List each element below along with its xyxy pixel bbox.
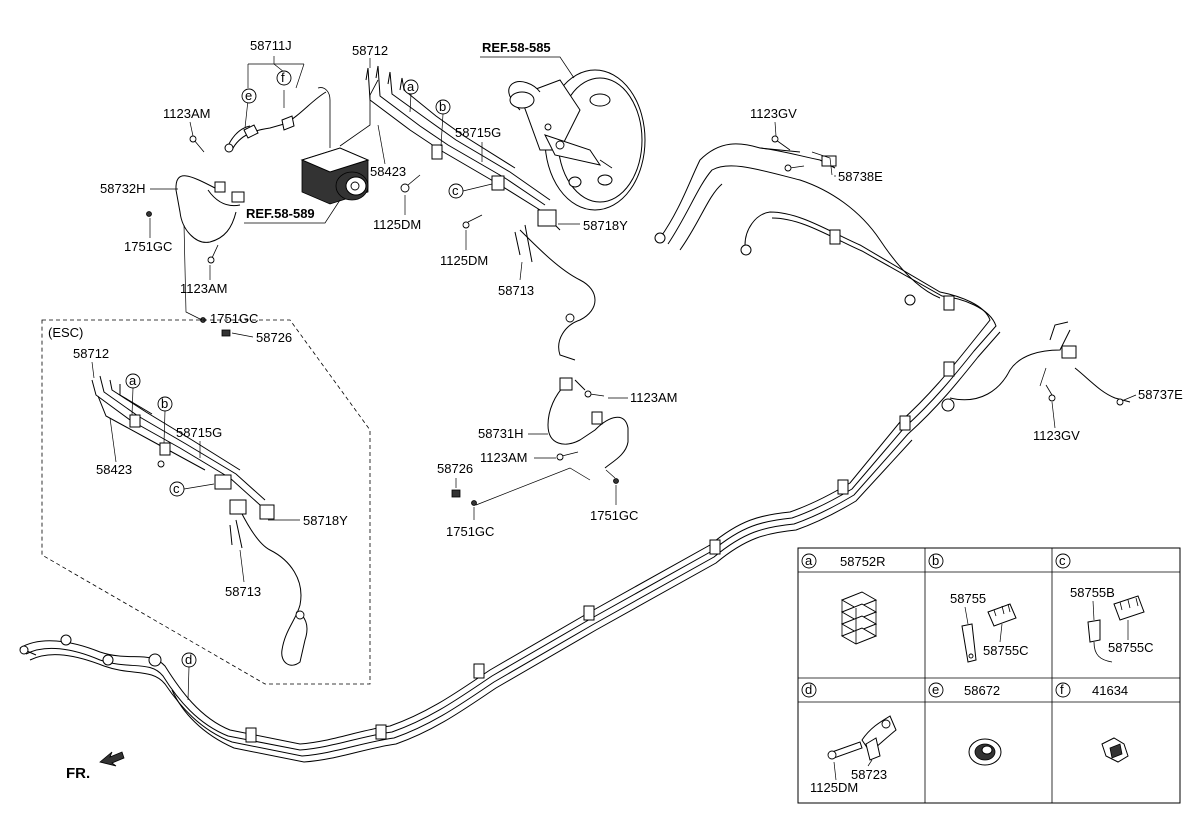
rear-left-clip-group xyxy=(759,135,837,176)
legend-c-part2: 58755C xyxy=(1108,640,1154,655)
marker-e: e xyxy=(245,88,252,103)
legend-letter-a: a xyxy=(805,553,813,568)
callout-58738E: 58738E xyxy=(838,169,883,184)
legend-table: a 58752R b c d e 58672 f 41634 58755 xyxy=(797,547,1181,804)
front-direction-label: FR. xyxy=(66,765,90,782)
marker-f: f xyxy=(281,70,285,85)
callout-1125DM-b: 1125DM xyxy=(440,253,488,268)
left-front-hose-group xyxy=(146,91,327,337)
legend-part-a: 58752R xyxy=(840,554,886,569)
callout-58423-top: 58423 xyxy=(370,164,406,179)
clip-58752R-drawing xyxy=(840,591,878,645)
marker-c-esc: c xyxy=(173,481,180,496)
callout-1751GC-b: 1751GC xyxy=(210,311,258,326)
callout-1123AM-d: 1123AM xyxy=(480,450,527,465)
rear-right-hose-group xyxy=(1039,321,1124,406)
callout-58713-top: 58713 xyxy=(498,283,534,298)
marker-a-top: a xyxy=(407,79,415,94)
master-cylinder-pipes xyxy=(365,65,596,361)
legend-letter-f: f xyxy=(1060,682,1064,697)
callout-1123AM-c: 1123AM xyxy=(630,390,677,405)
legend-d-part1: 1125DM xyxy=(810,780,858,795)
callout-58726-a: 58726 xyxy=(256,330,292,345)
marker-b-esc: b xyxy=(161,396,168,411)
booster-reference: REF.58-585 xyxy=(482,40,551,55)
callout-1751GC-c: 1751GC xyxy=(446,524,494,539)
legend-part-f: 41634 xyxy=(1092,683,1128,698)
callout-1123GV-a: 1123GV xyxy=(750,106,797,121)
marker-d: d xyxy=(185,652,192,667)
callout-58732H: 58732H xyxy=(100,181,146,196)
letter-markers: a b c e f d a b c xyxy=(125,70,493,701)
callout-1123GV-b: 1123GV xyxy=(1033,428,1080,443)
callout-1123AM-b: 1123AM xyxy=(180,281,227,296)
callout-58737E: 58737E xyxy=(1138,387,1183,402)
marker-b-top: b xyxy=(439,99,446,114)
callout-1751GC-d: 1751GC xyxy=(590,508,638,523)
legend-c-part1: 58755B xyxy=(1070,585,1115,600)
callout-58718Y-esc: 58718Y xyxy=(303,513,348,528)
legend-b-part2: 58755C xyxy=(983,643,1029,658)
marker-a-esc: a xyxy=(129,373,137,388)
callout-58712-top: 58712 xyxy=(352,43,388,58)
clip-58755B-drawing: 58755B 58755C xyxy=(1070,585,1154,663)
bracket-58723-drawing: 1125DM 58723 xyxy=(810,715,897,795)
legend-letter-b: b xyxy=(932,553,939,568)
part-callouts: 58711J 58712 1123AM 58732H 1751GC 1123AM… xyxy=(48,38,1183,599)
callout-1751GC-a: 1751GC xyxy=(124,239,172,254)
callout-58731H: 58731H xyxy=(478,426,524,441)
clip-58755-drawing: 58755 58755C xyxy=(950,591,1029,663)
legend-letter-e: e xyxy=(932,682,939,697)
legend-b-part1: 58755 xyxy=(950,591,986,606)
hecu-reference: REF.58-589 xyxy=(246,206,315,221)
callout-58423-esc: 58423 xyxy=(96,462,132,477)
clip-41634-drawing xyxy=(1101,737,1129,763)
marker-c-top: c xyxy=(452,183,459,198)
legend-letter-d: d xyxy=(805,682,812,697)
callout-58715G-top: 58715G xyxy=(455,125,501,140)
callout-58715G-esc: 58715G xyxy=(176,425,222,440)
reference-labels: REF.58-585 REF.58-589 xyxy=(244,40,575,224)
brake-booster xyxy=(508,69,646,211)
front-direction-indicator: FR. xyxy=(66,751,125,782)
legend-letter-c: c xyxy=(1059,553,1066,568)
callout-1123AM-a: 1123AM xyxy=(163,106,210,121)
callout-58718Y-top: 58718Y xyxy=(583,218,628,233)
right-front-hose-group xyxy=(451,377,629,506)
main-brake-line-bundle xyxy=(19,143,1131,763)
esc-inset xyxy=(41,319,371,685)
esc-title: (ESC) xyxy=(48,325,83,340)
callout-58713-esc: 58713 xyxy=(225,584,261,599)
grommet-58672-drawing xyxy=(968,738,1002,766)
callout-58712-esc: 58712 xyxy=(73,346,109,361)
hecu-module xyxy=(300,79,379,205)
callout-1125DM-a: 1125DM xyxy=(373,217,421,232)
callout-58726-b: 58726 xyxy=(437,461,473,476)
legend-d-part2: 58723 xyxy=(851,767,887,782)
legend-part-e: 58672 xyxy=(964,683,1000,698)
callout-58711J: 58711J xyxy=(250,38,292,53)
